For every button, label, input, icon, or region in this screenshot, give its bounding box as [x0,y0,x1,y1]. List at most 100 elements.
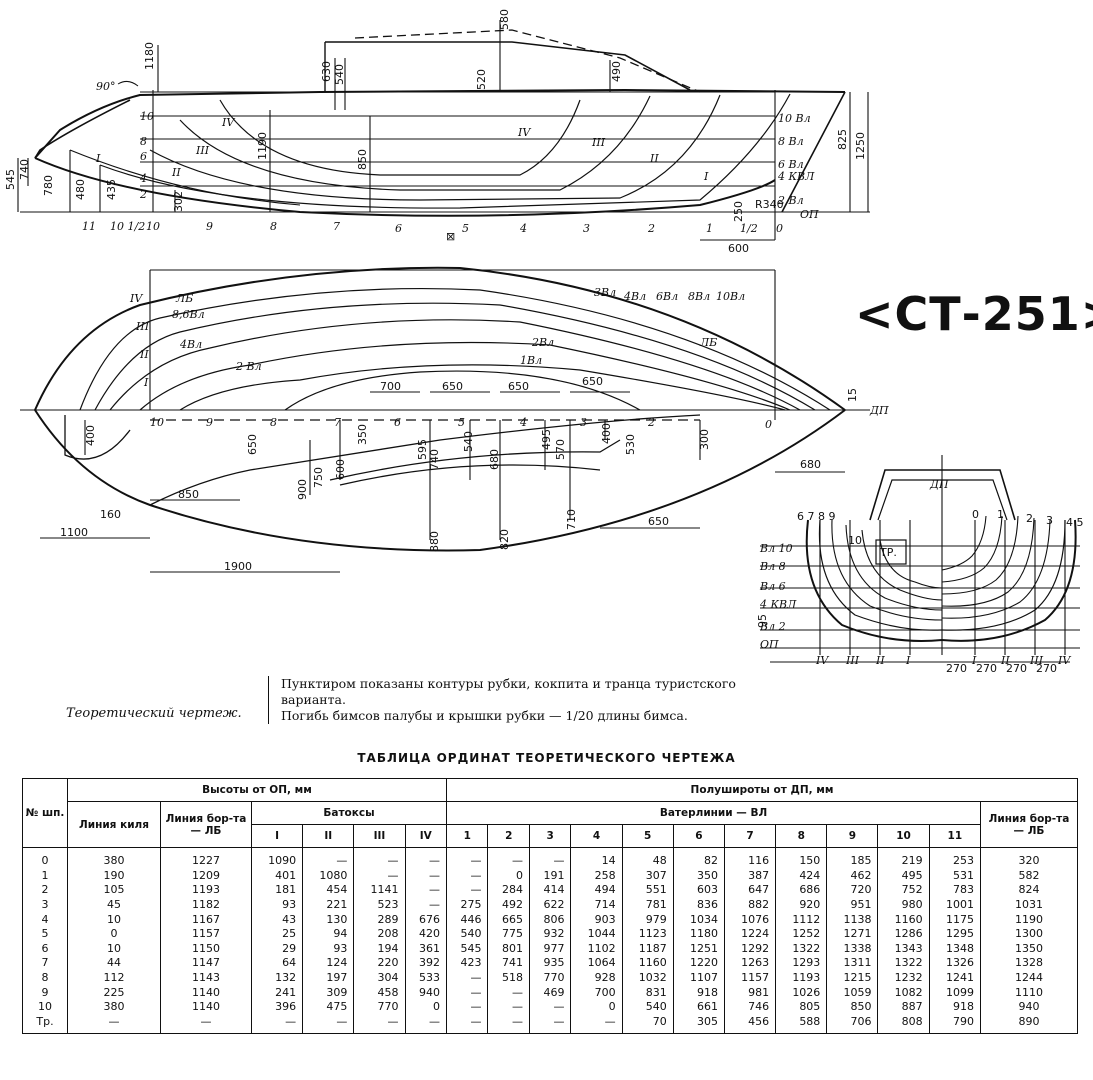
table-cell: 661 [672,999,725,1015]
svg-text:270: 270 [946,662,967,675]
table-cell: 518 [487,970,530,986]
table-cell: 116 [723,847,777,869]
table-cell: 1252 [775,926,828,942]
table-cell: 1140 [160,999,252,1015]
svg-text:I: I [95,152,101,165]
svg-text:750: 750 [312,467,325,488]
table-cell: 801 [487,941,530,957]
table-cell: 9 [22,985,68,1000]
table-cell: — [404,897,448,913]
table-cell: 454 [302,883,355,898]
table-cell: 790 [928,1014,982,1035]
table-cell: 686 [775,883,828,898]
table-cell: 1080 [302,868,355,884]
table-cell: 940 [404,985,448,1000]
svg-text:10: 10 [146,220,160,233]
table-cell: 1350 [980,941,1078,957]
table-cell: 781 [621,897,674,913]
table-cell: — [445,985,489,1000]
svg-text:570: 570 [554,439,567,460]
table-cell: 284 [487,883,530,898]
svg-text:495: 495 [540,429,553,450]
table-cell: 458 [353,985,406,1000]
svg-text:2Вл: 2Вл [531,336,554,349]
svg-text:400: 400 [600,423,613,444]
svg-text:Вл 2: Вл 2 [759,620,786,633]
table-cell: 1292 [723,941,777,957]
table-cell: 307 [621,868,674,884]
col-waterline-3: 3 [528,824,572,848]
svg-text:740: 740 [428,449,441,470]
col-sheer-height: Линия бор-та — ЛБ [160,801,252,848]
table-cell: 1300 [980,926,1078,942]
table-cell: 951 [826,897,879,913]
svg-text:II: II [649,152,659,165]
col-waterline-8: 8 [775,824,828,848]
table-cell: Тр. [22,1014,68,1035]
svg-text:8: 8 [270,220,277,233]
table-cell: 770 [353,999,406,1015]
table-cell: — [250,1014,304,1035]
svg-text:III: III [195,144,210,157]
table-cell: 29 [250,941,304,957]
table-cell: 10 [22,999,68,1015]
table-cell: — [302,847,355,869]
col-waterline-1: 1 [445,824,489,848]
svg-text:4 КВЛ: 4 КВЛ [759,598,797,611]
table-cell: 0 [570,999,623,1015]
svg-text:530: 530 [624,434,637,455]
svg-text:11: 11 [82,220,96,233]
table-cell: 1064 [570,956,623,971]
svg-text:ДП: ДП [869,404,889,417]
svg-text:630: 630 [320,61,333,82]
table-cell: 831 [621,985,674,1000]
table-cell: 1338 [826,941,879,957]
svg-text:350: 350 [356,424,369,445]
table-cell: 492 [487,897,530,913]
table-cell: 387 [723,868,777,884]
table-cell: 1167 [160,912,252,927]
svg-text:I: I [703,170,709,183]
table-cell: 850 [826,999,879,1015]
svg-text:3Вл: 3Вл [594,286,616,299]
table-cell: 1311 [826,956,879,971]
svg-text:III: III [845,654,860,667]
col-keel: Линия киля [67,801,161,848]
svg-text:6 Вл: 6 Вл [778,158,804,171]
col-waterline-5: 5 [621,824,674,848]
col-waterline-10: 10 [877,824,930,848]
svg-text:8 Вл: 8 Вл [778,135,804,148]
svg-text:IV: IV [517,126,531,139]
table-cell: 1175 [928,912,982,927]
svg-text:1Вл: 1Вл [520,354,542,367]
group-half-breadths: Полушироты от ДП, мм [446,778,1078,802]
svg-text:1250: 1250 [854,132,867,160]
table-cell: 523 [353,897,406,913]
svg-text:710: 710 [565,509,578,530]
table-cell: — [445,883,489,898]
col-buttock-3: III [353,824,406,848]
svg-text:250: 250 [732,201,745,222]
table-cell: 130 [302,912,355,927]
table-cell: 112 [67,970,161,986]
table-cell: 676 [404,912,448,927]
table-cell: 1044 [570,926,623,942]
table-cell: 446 [445,912,489,927]
table-title: ТАБЛИЦА ОРДИНАТ ТЕОРЕТИЧЕСКОГО ЧЕРТЕЖА [357,751,736,765]
table-cell: 746 [723,999,777,1015]
svg-text:IV: IV [1057,654,1071,667]
table-cell: — [445,847,489,869]
svg-text:5: 5 [458,416,465,429]
svg-text:5: 5 [462,222,469,235]
table-cell: 890 [980,1014,1078,1035]
svg-text:490: 490 [610,61,623,82]
svg-text:Вл 8: Вл 8 [759,560,786,573]
table-cell: 0 [22,847,68,869]
svg-text:ЛБ: ЛБ [699,336,717,349]
svg-text:95: 95 [756,614,769,628]
table-cell: 225 [67,985,161,1000]
table-cell: 918 [928,999,982,1015]
